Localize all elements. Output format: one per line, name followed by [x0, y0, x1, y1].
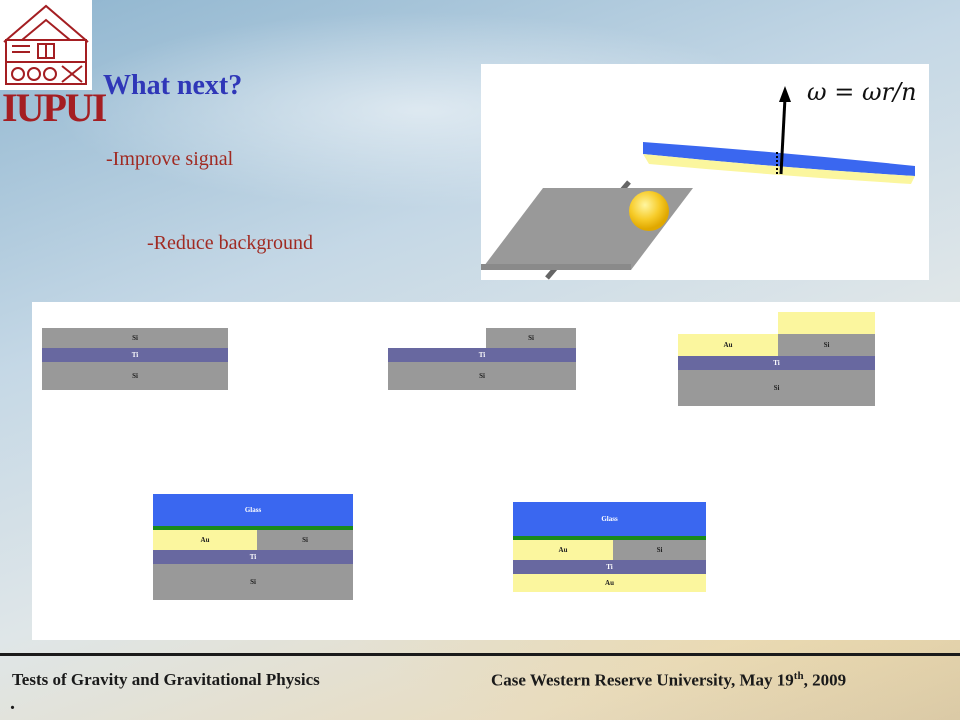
layer-glass: Glass	[513, 502, 706, 536]
footer-divider	[0, 653, 960, 656]
attractor-sphere	[629, 191, 669, 231]
layer-glass: Glass	[153, 494, 353, 526]
footer-dot: .	[10, 692, 15, 714]
angular-frequency-formula: ω = ωr/n	[807, 78, 917, 106]
layer-stack-2: Si Ti Si	[388, 328, 576, 398]
rotating-disk-bottom	[643, 154, 915, 184]
layer-bond	[153, 526, 353, 530]
slide-title: What next?	[103, 70, 243, 101]
layer-ti: Ti	[42, 348, 228, 362]
layer-si: Si	[257, 530, 353, 550]
layer-si: Si	[486, 328, 576, 348]
layer-si: Si	[42, 328, 228, 348]
experiment-diagram	[481, 64, 929, 280]
layer-bond	[513, 536, 706, 540]
rotating-disk-top	[643, 142, 915, 176]
layer-stack-1: Si Ti Si	[42, 328, 228, 398]
university-building-icon	[0, 0, 92, 90]
layer-ti: Ti	[678, 356, 875, 370]
arrow-head	[779, 86, 791, 102]
layer-si: Si	[778, 334, 875, 356]
layer-si: Si	[613, 540, 706, 560]
footer-venue-date: Case Western Reserve University, May 19t…	[491, 670, 847, 690]
layer-au: Au	[513, 540, 613, 560]
bullet-improve-signal: -Improve signal	[106, 148, 234, 170]
layer-au: Au	[153, 530, 257, 550]
footer-conference-title: Tests of Gravity and Gravitational Physi…	[12, 670, 320, 689]
layer-si: Si	[678, 370, 875, 406]
diagram-drawing	[481, 86, 915, 280]
layer-si: Si	[388, 362, 576, 390]
layer-ti: Ti	[153, 550, 353, 564]
layer-ti: Ti	[388, 348, 576, 362]
layer-stack-3: Au Si Ti Si	[678, 312, 875, 408]
layer-stack-4: Glass Au Si Ti Si	[153, 494, 353, 606]
layer-au: Au	[678, 334, 778, 356]
iupui-logo: IUPUI	[0, 0, 107, 132]
layer-ti: Ti	[513, 560, 706, 574]
logo-text: IUPUI	[2, 85, 107, 130]
layer-au: Au	[513, 574, 706, 592]
layer-stack-5: Glass Au Si Ti Au	[513, 502, 706, 594]
rotation-axis-arrow	[779, 97, 787, 175]
bullet-reduce-background: -Reduce background	[147, 232, 314, 254]
layer-si: Si	[153, 564, 353, 600]
layer-si: Si	[42, 362, 228, 390]
